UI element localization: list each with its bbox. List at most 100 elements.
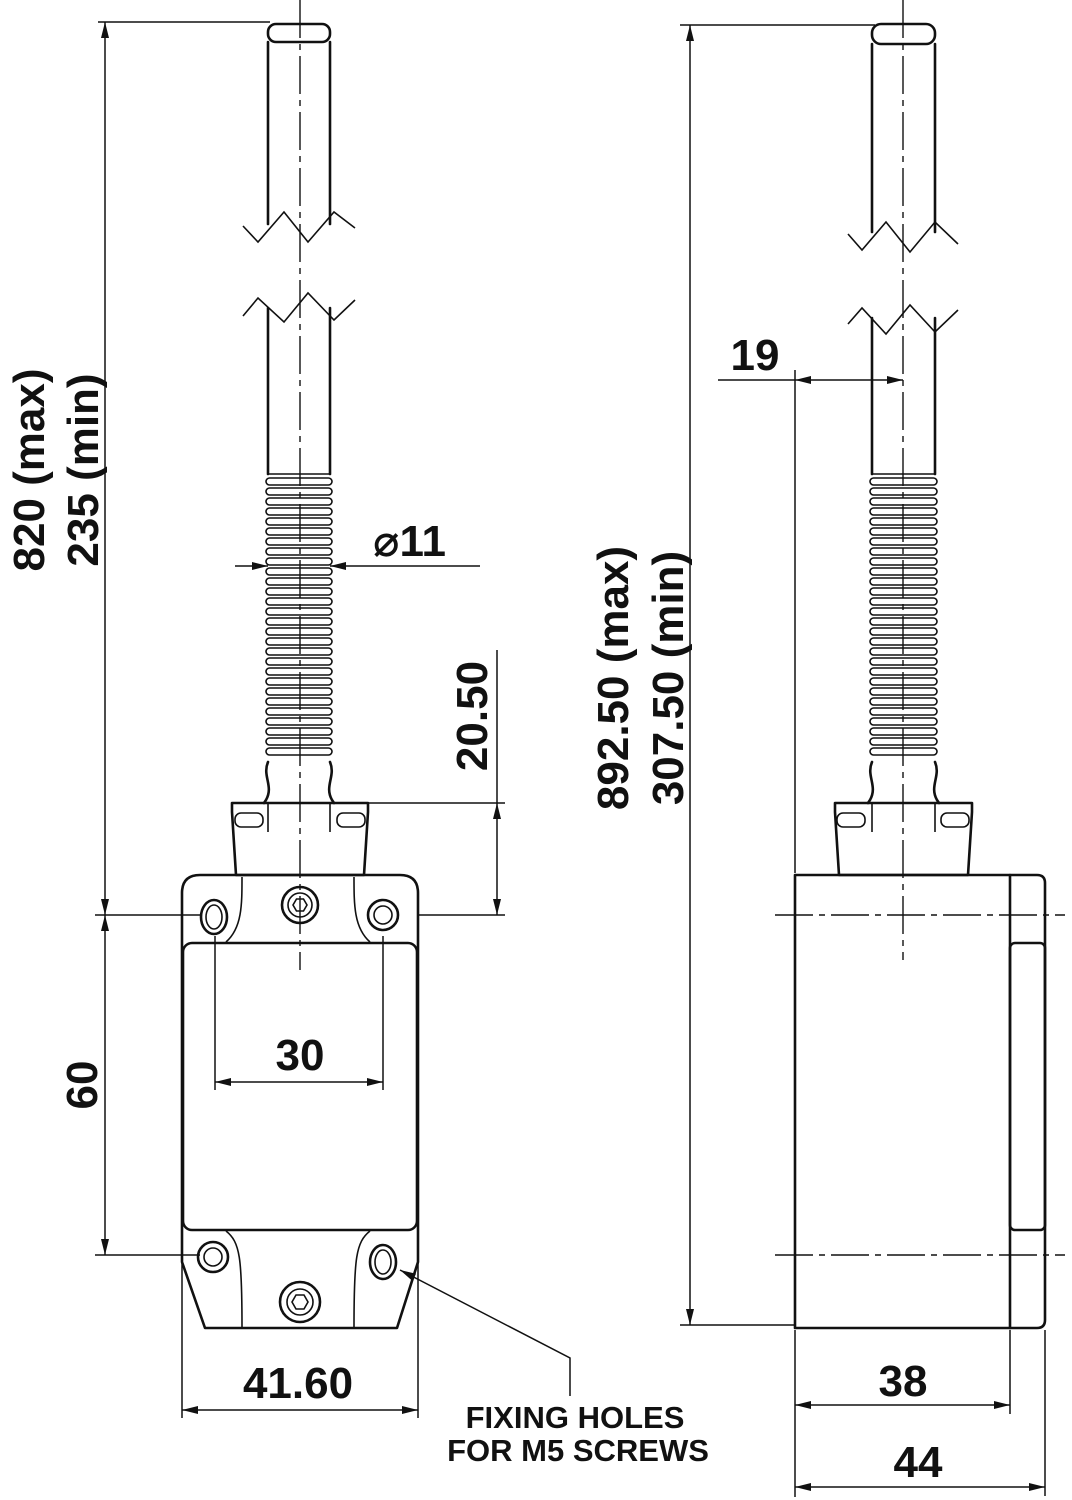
fixing-hole bbox=[366, 898, 400, 932]
spring-coil bbox=[869, 717, 938, 726]
break-line bbox=[847, 220, 959, 254]
fixing-hole bbox=[199, 898, 229, 936]
spring-coil bbox=[869, 487, 938, 496]
spring-coil bbox=[265, 537, 333, 546]
front-view: 820 (max) 235 (min) 60 ⌀11 20.50 30 41.6… bbox=[5, 0, 709, 1468]
flange-cutout bbox=[225, 1230, 243, 1328]
flange-cutout bbox=[353, 1230, 371, 1328]
spring-coil bbox=[265, 587, 333, 596]
rod-cap bbox=[266, 22, 332, 44]
spring-coil bbox=[869, 577, 938, 586]
cover-side-face bbox=[1008, 941, 1047, 1232]
spring-coil bbox=[869, 587, 938, 596]
spring-coil bbox=[265, 637, 333, 646]
head-screw bbox=[940, 812, 970, 828]
spring-coil bbox=[265, 477, 333, 486]
spring-coil bbox=[265, 707, 333, 716]
dim-rod-diameter: ⌀11 bbox=[373, 517, 446, 566]
spring-coil bbox=[265, 527, 333, 536]
dim-overall-depth: 44 bbox=[894, 1438, 943, 1487]
cover-screw-hex bbox=[292, 898, 308, 912]
dim-head-height: 20.50 bbox=[448, 661, 497, 771]
fixing-hole bbox=[203, 1247, 223, 1267]
fixing-hole bbox=[205, 904, 223, 930]
dim-hole-spacing-horizontal: 30 bbox=[276, 1031, 325, 1080]
spring-coil bbox=[265, 687, 333, 696]
spring-neck bbox=[327, 760, 336, 805]
spring-coil bbox=[265, 617, 333, 626]
spring-coil bbox=[265, 627, 333, 636]
fixing-hole bbox=[374, 1249, 392, 1275]
dim-total-length-min: 307.50 (min) bbox=[644, 551, 693, 805]
flange-cutout bbox=[225, 876, 243, 943]
break-line bbox=[242, 291, 356, 324]
spring-neck bbox=[866, 760, 875, 805]
spring-coil bbox=[869, 697, 938, 706]
spring-coil bbox=[869, 497, 938, 506]
spring bbox=[265, 477, 333, 756]
spring-coil bbox=[265, 667, 333, 676]
spring-coil bbox=[869, 607, 938, 616]
flange-cutout bbox=[353, 876, 371, 943]
spring-coil bbox=[869, 537, 938, 546]
spring-coil bbox=[265, 607, 333, 616]
dim-total-length-min: 235 (min) bbox=[59, 373, 108, 566]
spring-coil bbox=[869, 727, 938, 736]
spring-coil bbox=[265, 547, 333, 556]
spring-coil bbox=[869, 687, 938, 696]
break-line bbox=[847, 303, 959, 336]
spring-coil bbox=[265, 697, 333, 706]
rod-cap bbox=[870, 22, 937, 46]
fixing-hole bbox=[373, 905, 393, 925]
note-m5-screws: FOR M5 SCREWS bbox=[447, 1433, 709, 1468]
fixing-hole bbox=[368, 1243, 398, 1281]
spring-coil bbox=[869, 477, 938, 486]
spring-coil bbox=[869, 597, 938, 606]
spring-coil bbox=[265, 497, 333, 506]
spring-coil bbox=[265, 517, 333, 526]
dim-rod-offset: 19 bbox=[731, 331, 780, 380]
dim-hole-spacing-vertical: 60 bbox=[58, 1061, 107, 1110]
fixing-hole bbox=[196, 1240, 230, 1274]
note-leader bbox=[399, 1269, 571, 1396]
spring-coil bbox=[869, 517, 938, 526]
spring-coil bbox=[869, 557, 938, 566]
spring-coil bbox=[265, 747, 333, 756]
spring-coil bbox=[869, 527, 938, 536]
head-screw bbox=[234, 812, 264, 828]
cover-screw bbox=[287, 892, 313, 918]
spring-coil bbox=[265, 727, 333, 736]
note-fixing-holes: FIXING HOLES bbox=[466, 1400, 685, 1435]
spring-coil bbox=[869, 737, 938, 746]
spring-coil bbox=[869, 667, 938, 676]
break-line bbox=[242, 210, 356, 244]
spring-coil bbox=[265, 597, 333, 606]
dim-body-width: 41.60 bbox=[243, 1359, 353, 1408]
spring-neck bbox=[932, 760, 941, 805]
head-screw bbox=[336, 812, 366, 828]
cover-screw bbox=[286, 1288, 314, 1316]
spring-coil bbox=[869, 657, 938, 666]
spring-coil bbox=[265, 717, 333, 726]
spring-coil bbox=[265, 577, 333, 586]
spring-coil bbox=[265, 487, 333, 496]
spring-coil bbox=[265, 557, 333, 566]
spring-coil bbox=[265, 507, 333, 516]
spring-coil bbox=[869, 627, 938, 636]
cover-screw-hex bbox=[291, 1294, 309, 1310]
head-screw bbox=[836, 812, 866, 828]
spring-coil bbox=[869, 677, 938, 686]
spring bbox=[869, 477, 938, 756]
spring-coil bbox=[869, 507, 938, 516]
spring-coil bbox=[265, 657, 333, 666]
spring-coil bbox=[869, 567, 938, 576]
switch-body bbox=[180, 873, 420, 1330]
dim-total-length-max: 820 (max) bbox=[5, 368, 54, 571]
cover-screw bbox=[278, 1280, 322, 1324]
dim-body-depth: 38 bbox=[879, 1357, 928, 1406]
spring-coil bbox=[869, 547, 938, 556]
spring-coil bbox=[869, 707, 938, 716]
spring-coil bbox=[265, 567, 333, 576]
spring-coil bbox=[869, 637, 938, 646]
